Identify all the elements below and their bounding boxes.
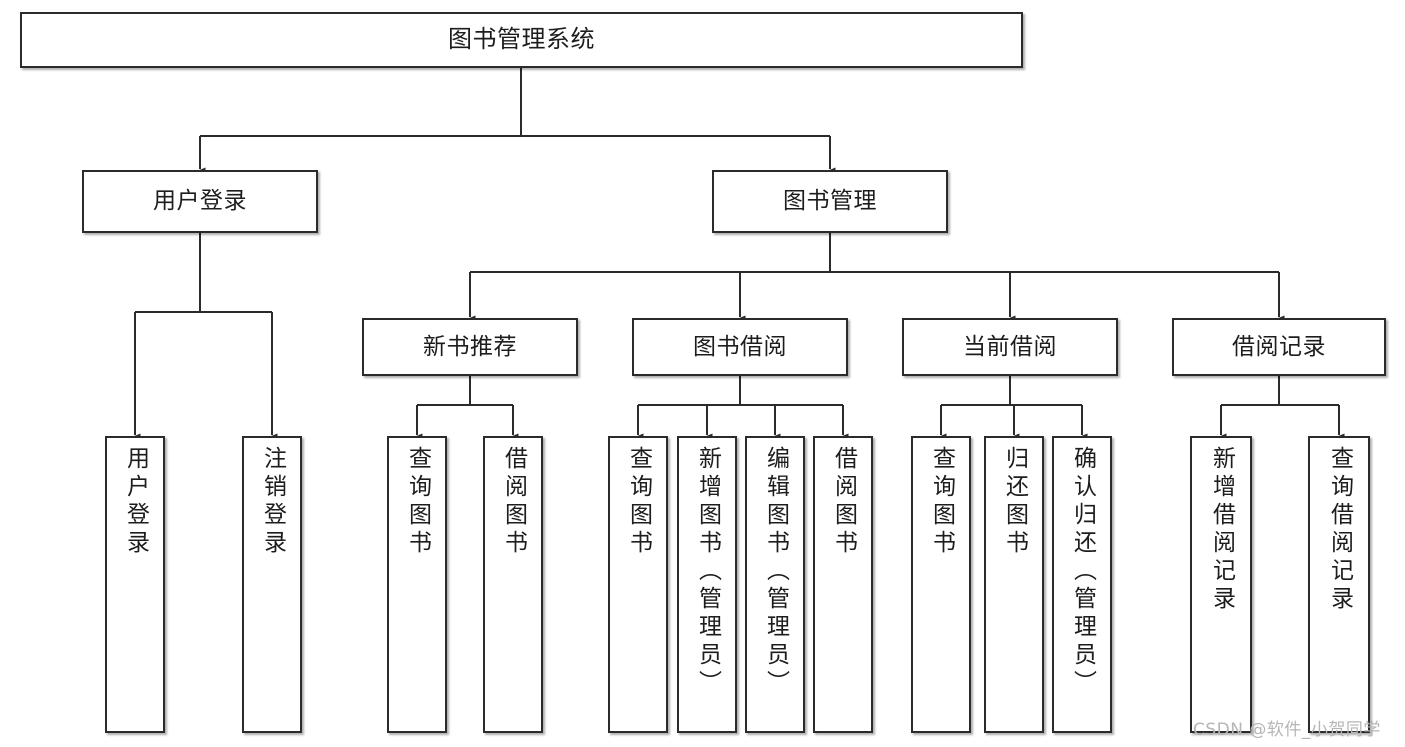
node-leaf-borrow-book-1[interactable]: 借阅图书	[483, 436, 543, 733]
node-label: 借阅图书	[830, 446, 857, 558]
node-label: 图书管理	[783, 188, 877, 215]
node-label: 查询图书	[625, 446, 652, 558]
node-label: 当前借阅	[963, 333, 1057, 360]
node-label: 用户登录	[153, 188, 247, 215]
node-borrow-record[interactable]: 借阅记录	[1172, 318, 1386, 376]
node-label: 确认归还（管理员）	[1069, 446, 1096, 698]
node-label: 查询借阅记录	[1326, 446, 1353, 614]
node-root[interactable]: 图书管理系统	[20, 12, 1023, 68]
node-label: 新增图书（管理员）	[694, 446, 721, 698]
node-book-manage[interactable]: 图书管理	[712, 170, 948, 233]
node-leaf-query-borrow-record[interactable]: 查询借阅记录	[1308, 436, 1370, 733]
node-leaf-return-book[interactable]: 归还图书	[984, 436, 1044, 733]
node-label: 归还图书	[1001, 446, 1028, 558]
node-leaf-query-book-1[interactable]: 查询图书	[387, 436, 447, 733]
node-leaf-user-login[interactable]: 用户登录	[105, 436, 165, 733]
node-leaf-user-logout[interactable]: 注销登录	[242, 436, 302, 733]
node-leaf-confirm-return-admin[interactable]: 确认归还（管理员）	[1052, 436, 1112, 733]
node-leaf-query-book-2[interactable]: 查询图书	[608, 436, 668, 733]
node-leaf-add-borrow-record[interactable]: 新增借阅记录	[1190, 436, 1252, 733]
node-label: 借阅记录	[1232, 333, 1326, 360]
node-user-login[interactable]: 用户登录	[82, 170, 318, 233]
node-leaf-query-book-3[interactable]: 查询图书	[911, 436, 971, 733]
node-label: 查询图书	[928, 446, 955, 558]
node-new-book-rec[interactable]: 新书推荐	[362, 318, 578, 376]
node-label: 图书管理系统	[448, 25, 595, 54]
node-current-borrow[interactable]: 当前借阅	[902, 318, 1118, 376]
node-leaf-edit-book-admin[interactable]: 编辑图书（管理员）	[745, 436, 805, 733]
node-label: 编辑图书（管理员）	[762, 446, 789, 698]
node-label: 借阅图书	[500, 446, 527, 558]
node-label: 新增借阅记录	[1208, 446, 1235, 614]
node-label: 查询图书	[404, 446, 431, 558]
node-label: 注销登录	[259, 446, 286, 558]
node-label: 图书借阅	[693, 333, 787, 360]
node-label: 用户登录	[122, 446, 149, 558]
node-leaf-add-book-admin[interactable]: 新增图书（管理员）	[677, 436, 737, 733]
node-leaf-borrow-book-2[interactable]: 借阅图书	[813, 436, 873, 733]
connector-paths	[129, 68, 1345, 443]
node-label: 新书推荐	[423, 333, 517, 360]
csdn-watermark: CSDN @软件_小贺同学	[1193, 720, 1381, 740]
node-book-borrow[interactable]: 图书借阅	[632, 318, 848, 376]
